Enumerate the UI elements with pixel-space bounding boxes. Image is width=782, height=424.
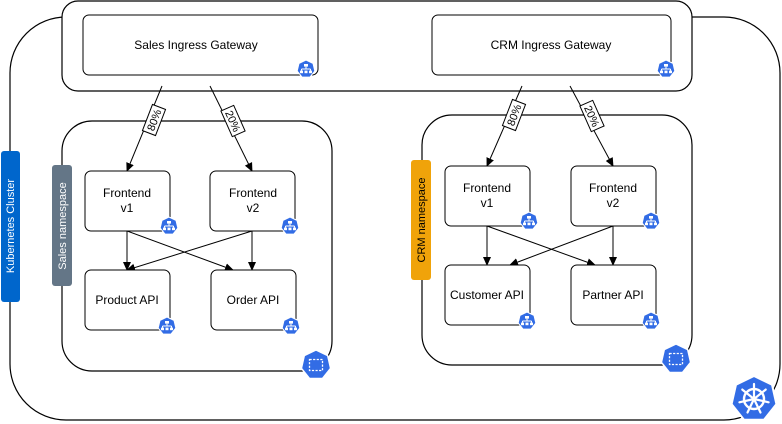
api-label: Product API: [95, 293, 158, 307]
product-api-box[interactable]: Product API: [84, 269, 177, 335]
service-icon: [159, 216, 179, 235]
frontend-version: v1: [121, 201, 134, 215]
frontend-version: v1: [481, 196, 494, 210]
frontend-v1-box[interactable]: Frontend v1: [444, 165, 539, 230]
sales-namespace-label: Sales namespace: [57, 182, 69, 269]
crm-ingress-gateway[interactable]: CRM Ingress Gateway: [431, 14, 676, 78]
sales-gateway-label: Sales Ingress Gateway: [134, 38, 257, 52]
service-icon: [517, 311, 537, 330]
arrow-fv2-api1: [126, 230, 253, 272]
frontend-name: Frontend: [463, 181, 511, 195]
service-icon: [641, 211, 661, 230]
traffic-split-label-v1: 80%: [141, 103, 167, 137]
frontend-name: Frontend: [103, 186, 151, 200]
arrow-fv1-api2: [126, 230, 234, 271]
frontend-v2-box[interactable]: Frontend v2: [570, 165, 661, 230]
service-icon: [280, 216, 300, 235]
api-label: Customer API: [450, 288, 524, 302]
frontend-v2-box[interactable]: Frontend v2: [209, 170, 300, 235]
frontend-version: v2: [247, 201, 260, 215]
partner-api-box[interactable]: Partner API: [570, 264, 661, 330]
service-icon: [641, 311, 661, 330]
crm-namespace-tab: CRM namespace: [411, 160, 431, 280]
sales-ingress-gateway[interactable]: Sales Ingress Gateway: [82, 14, 319, 78]
service-icon: [656, 59, 676, 78]
api-label: Partner API: [582, 288, 643, 302]
frontend-v1-box[interactable]: Frontend v1: [84, 170, 179, 235]
customer-api-box[interactable]: Customer API: [444, 264, 537, 330]
crm-gateway-label: CRM Ingress Gateway: [491, 38, 612, 52]
kubernetes-cluster-tab: Kubernetes Cluster: [1, 151, 20, 302]
service-icon: [281, 316, 301, 335]
sales-namespace: Sales namespace 80% 20% Frontend v1 Fron…: [52, 85, 333, 380]
service-icon: [296, 59, 316, 78]
sales-namespace-tab: Sales namespace: [52, 165, 72, 286]
kubernetes-cluster-label: Kubernetes Cluster: [5, 179, 17, 273]
namespace-icon: [660, 343, 692, 374]
frontend-name: Frontend: [589, 181, 637, 195]
namespace-icon: [300, 349, 332, 380]
kubernetes-logo-icon: [730, 374, 778, 421]
crm-namespace-label: CRM namespace: [416, 178, 428, 263]
arrow-fv2-api1: [509, 225, 614, 266]
traffic-split-label-v2: 20%: [579, 99, 605, 133]
api-label: Order API: [227, 293, 280, 307]
frontend-version: v2: [607, 196, 620, 210]
arrow-fv1-api2: [486, 225, 596, 267]
crm-namespace: CRM namespace 80% 20% Frontend v1 Fronte…: [411, 85, 693, 374]
service-icon: [157, 316, 177, 335]
service-icon: [519, 211, 539, 230]
order-api-box[interactable]: Order API: [210, 269, 301, 335]
frontend-name: Frontend: [229, 186, 277, 200]
